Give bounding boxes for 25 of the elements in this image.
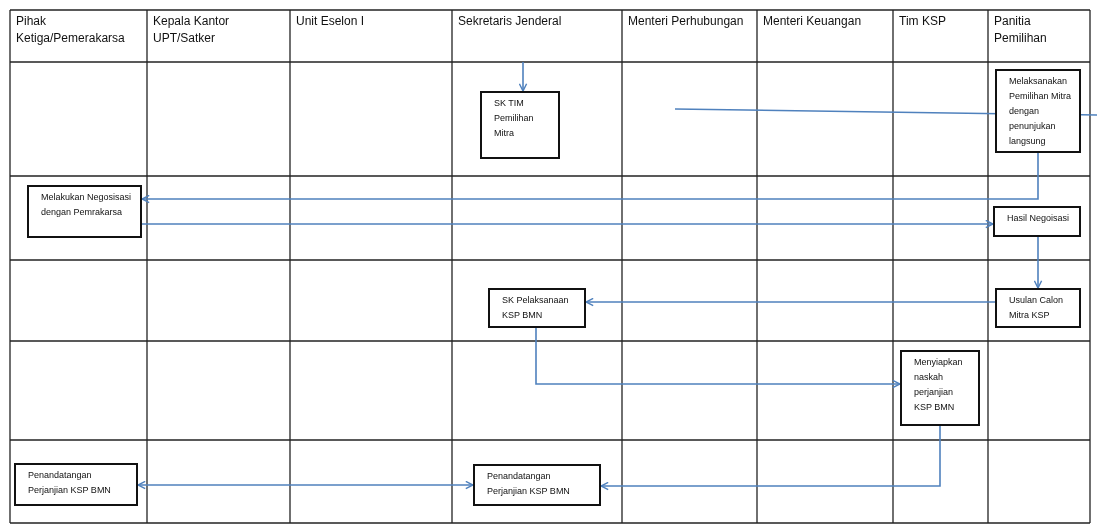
column-header: Unit Eselon I <box>296 13 366 30</box>
arrow <box>1033 236 1043 289</box>
arrow <box>141 152 1039 204</box>
arrow <box>585 297 996 307</box>
column-header: Tim KSP <box>899 13 947 30</box>
process-box: Melakukan Negosisasi dengan Pemrakarsa <box>27 185 142 238</box>
column-header: Panitia Pemilihan <box>994 13 1048 47</box>
process-box: Hasil Negoisasi <box>993 206 1081 237</box>
arrow <box>535 327 901 389</box>
column-header: Menteri Keuangan <box>763 13 863 30</box>
arrow <box>518 61 528 92</box>
process-box: SK TIM Pemilihan Mitra <box>480 91 560 159</box>
arrow <box>137 480 474 490</box>
arrow <box>141 219 994 229</box>
column-header: Pihak Ketiga/Pemerakarsa <box>16 13 126 47</box>
column-header: Kepala Kantor UPT/Satker <box>153 13 231 47</box>
process-box: Menyiapkan naskah perjanjian KSP BMN <box>900 350 980 426</box>
process-box: Penandatangan Perjanjian KSP BMN <box>14 463 138 506</box>
process-box: Usulan Calon Mitra KSP <box>995 288 1081 328</box>
process-box: Penandatangan Perjanjian KSP BMN <box>473 464 601 506</box>
column-header: Menteri Perhubungan <box>628 13 745 30</box>
column-header: Sekretaris Jenderal <box>458 13 563 30</box>
arrow <box>600 425 941 491</box>
process-box: Melaksanakan Pemilihan Mitra dengan penunjukan langsung <box>995 69 1081 153</box>
process-box: SK Pelaksanaan KSP BMN <box>488 288 586 328</box>
